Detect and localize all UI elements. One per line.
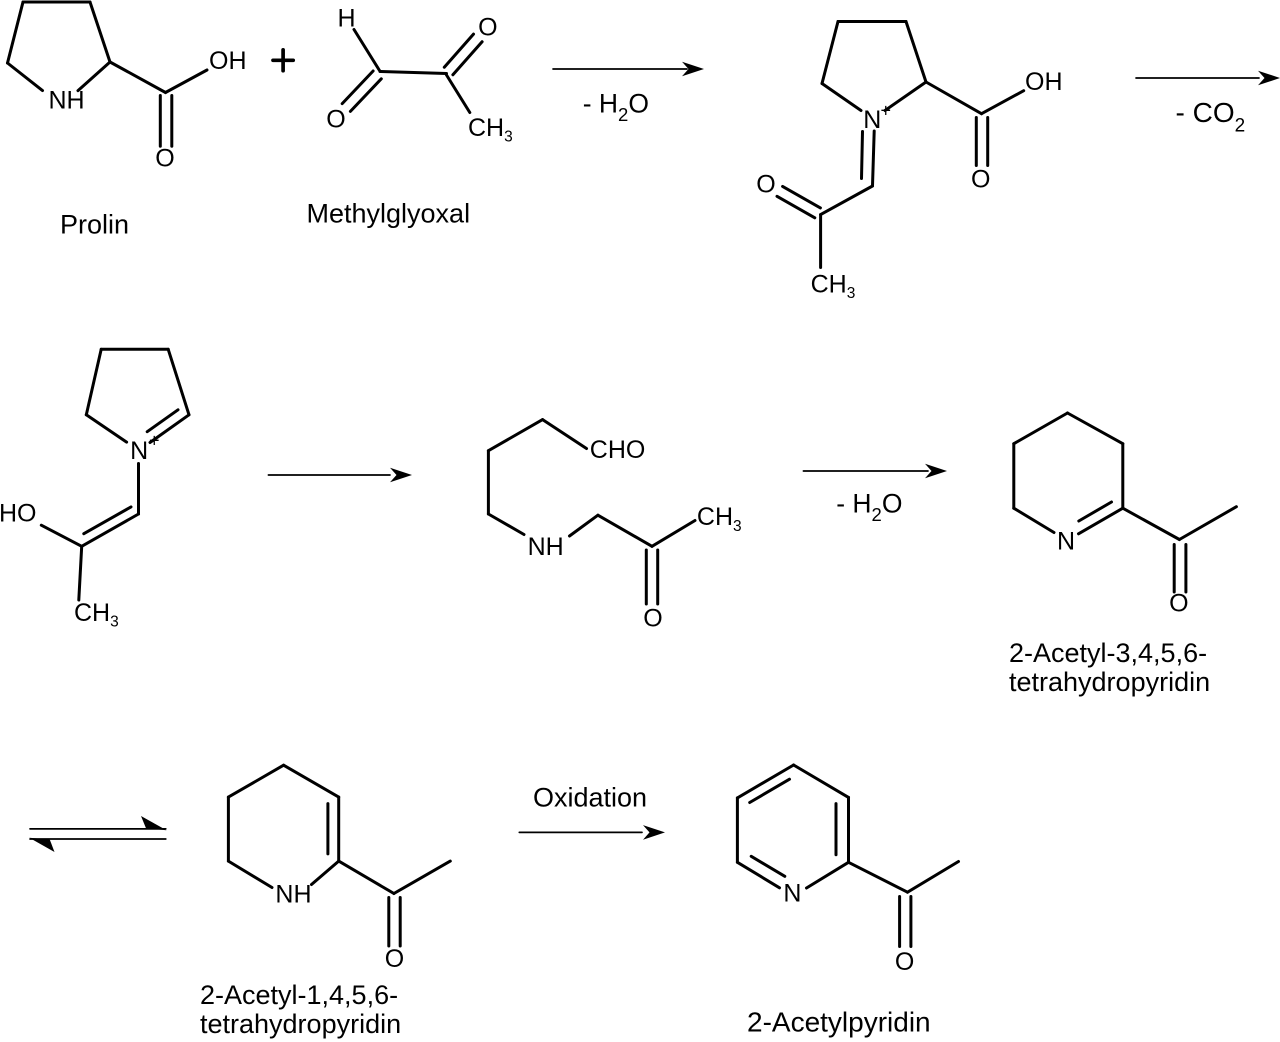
svg-text:N: N bbox=[863, 106, 881, 134]
svg-text:OH: OH bbox=[209, 47, 247, 75]
svg-text:+: + bbox=[881, 101, 892, 121]
svg-text:Prolin: Prolin bbox=[60, 210, 129, 240]
svg-text:O: O bbox=[756, 171, 775, 199]
svg-text:2-Acetyl-3,4,5,6-: 2-Acetyl-3,4,5,6- bbox=[1009, 638, 1207, 668]
svg-text:tetrahydropyridin: tetrahydropyridin bbox=[200, 1009, 401, 1039]
svg-text:CHO: CHO bbox=[590, 436, 646, 464]
svg-text:NH: NH bbox=[275, 880, 311, 908]
svg-text:N: N bbox=[1057, 528, 1075, 556]
svg-text:O: O bbox=[895, 948, 914, 976]
svg-text:NH: NH bbox=[528, 533, 564, 561]
svg-text:O: O bbox=[643, 605, 662, 633]
svg-text:Oxidation: Oxidation bbox=[533, 783, 647, 813]
svg-text:H: H bbox=[338, 5, 356, 33]
svg-text:O: O bbox=[326, 105, 345, 133]
svg-text:O: O bbox=[1169, 590, 1188, 618]
svg-text:tetrahydropyridin: tetrahydropyridin bbox=[1009, 667, 1210, 697]
svg-text:O: O bbox=[971, 165, 990, 193]
svg-text:O: O bbox=[385, 945, 404, 973]
svg-text:HO: HO bbox=[0, 500, 37, 528]
svg-text:N: N bbox=[783, 880, 801, 908]
svg-text:N: N bbox=[130, 437, 148, 465]
svg-text:Methylglyoxal: Methylglyoxal bbox=[307, 199, 471, 229]
svg-text:OH: OH bbox=[1025, 68, 1063, 96]
svg-text:2-Acetyl-1,4,5,6-: 2-Acetyl-1,4,5,6- bbox=[200, 980, 398, 1010]
svg-text:O: O bbox=[478, 14, 497, 42]
svg-text:NH: NH bbox=[49, 86, 85, 114]
svg-text:2-Acetylpyridin: 2-Acetylpyridin bbox=[747, 1007, 931, 1038]
svg-text:+: + bbox=[149, 431, 160, 451]
svg-text:O: O bbox=[155, 145, 174, 173]
